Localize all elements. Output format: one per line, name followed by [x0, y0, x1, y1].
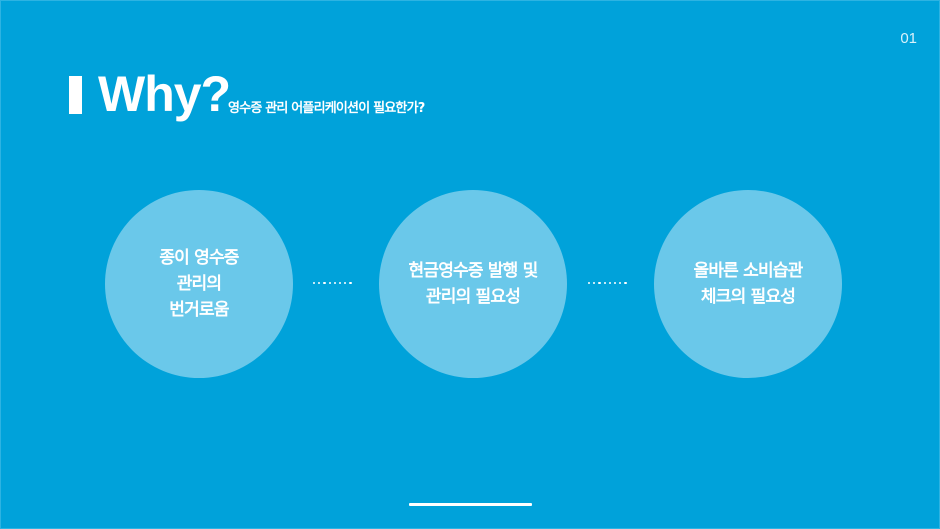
- slide-title: Why?: [98, 66, 231, 122]
- dot: [349, 282, 352, 285]
- circle-text: 종이 영수증 관리의 번거로움: [159, 248, 239, 320]
- dot: [333, 282, 336, 285]
- dot: [608, 282, 611, 285]
- dot: [328, 282, 331, 285]
- circle-paper-receipt: 종이 영수증 관리의 번거로움: [105, 190, 293, 378]
- dot: [593, 282, 596, 285]
- page-number: 01: [900, 30, 917, 47]
- slide-subtitle: 영수증 관리 어플리케이션이 필요한가?: [228, 101, 425, 116]
- dot: [588, 282, 591, 285]
- dot: [603, 282, 606, 285]
- circle-text: 현금영수증 발행 및 관리의 필요성: [408, 261, 539, 307]
- dotted-connector-2: [588, 282, 627, 285]
- dot: [624, 282, 627, 285]
- title-accent-bar: [69, 76, 82, 114]
- circle-text: 올바른 소비습관 체크의 필요성: [693, 261, 804, 307]
- circle-spending-habit: 올바른 소비습관 체크의 필요성: [654, 190, 842, 378]
- dot: [338, 282, 342, 285]
- bottom-divider: [409, 503, 532, 506]
- dot: [318, 282, 321, 285]
- dotted-connector-1: [313, 282, 352, 285]
- dot: [598, 282, 601, 285]
- dot: [613, 282, 617, 285]
- dot: [619, 282, 622, 285]
- circle-cash-receipt: 현금영수증 발행 및 관리의 필요성: [379, 190, 567, 378]
- dot: [344, 282, 347, 285]
- dot: [323, 282, 326, 285]
- dot: [313, 282, 316, 285]
